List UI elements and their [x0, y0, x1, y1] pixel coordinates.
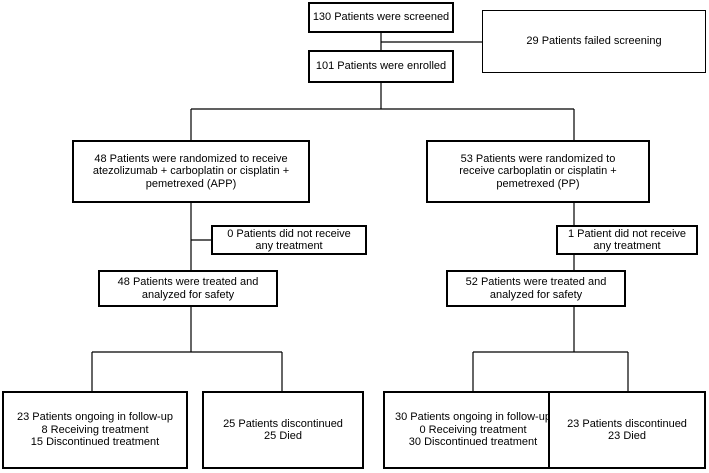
- screened-text: 130 Patients were screened: [312, 11, 450, 24]
- app-randomized-line-2: atezolizumab + carboplatin or cisplatin …: [92, 165, 290, 178]
- pp-no-treatment-line-1: 1 Patient did not receive: [567, 227, 687, 240]
- pp-treated-box: 52 Patients were treated and analyzed fo…: [446, 270, 626, 307]
- app-randomized-line-1: 48 Patients were randomized to receive: [94, 152, 288, 165]
- pp-treated-line-2: analyzed for safety: [489, 288, 583, 301]
- enrolled-box: 101 Patients were enrolled: [308, 50, 454, 83]
- app-discontinued-box: 25 Patients discontinued 25 Died: [202, 391, 364, 469]
- screened-box: 130 Patients were screened: [308, 2, 454, 33]
- pp-no-treatment-line-2: any treatment: [593, 240, 661, 252]
- pp-discontinued-line-2: 23 Died: [608, 430, 646, 442]
- app-discontinued-line-2: 25 Died: [264, 430, 302, 442]
- app-ongoing-line-3: 15 Discontinued treatment: [30, 436, 160, 449]
- app-randomized-line-3: pemetrexed (APP): [145, 177, 237, 190]
- pp-no-treatment-box: 1 Patient did not receive any treatment: [556, 225, 698, 255]
- pp-ongoing-line-1: 30 Patients ongoing in follow-up: [395, 411, 551, 424]
- app-ongoing-box: 23 Patients ongoing in follow-up 8 Recei…: [2, 391, 188, 469]
- pp-ongoing-box: 30 Patients ongoing in follow-up 0 Recei…: [383, 391, 563, 469]
- pp-treated-line-1: 52 Patients were treated and: [465, 276, 607, 288]
- enrolled-text: 101 Patients were enrolled: [315, 60, 447, 73]
- failed-screening-box: 29 Patients failed screening: [482, 10, 706, 73]
- failed-screening-text: 29 Patients failed screening: [526, 35, 662, 48]
- app-ongoing-line-1: 23 Patients ongoing in follow-up: [17, 411, 173, 424]
- pp-ongoing-line-3: 30 Discontinued treatment: [408, 436, 538, 449]
- app-no-treatment-line-1: 0 Patients did not receive: [227, 227, 351, 240]
- app-no-treatment-line-2: any treatment: [255, 240, 323, 252]
- pp-discontinued-line-1: 23 Patients discontinued: [567, 417, 687, 430]
- pp-ongoing-line-2: 0 Receiving treatment: [419, 423, 527, 436]
- app-treated-box: 48 Patients were treated and analyzed fo…: [98, 270, 278, 307]
- pp-randomized-line-3: pemetrexed (PP): [496, 177, 580, 190]
- app-treated-line-2: analyzed for safety: [141, 288, 235, 301]
- app-discontinued-line-1: 25 Patients discontinued: [223, 417, 343, 430]
- pp-randomized-box: 53 Patients were randomized to receive c…: [426, 140, 650, 203]
- app-no-treatment-box: 0 Patients did not receive any treatment: [211, 225, 367, 255]
- pp-randomized-line-1: 53 Patients were randomized to: [460, 152, 616, 165]
- app-treated-line-1: 48 Patients were treated and: [117, 276, 259, 288]
- app-randomized-box: 48 Patients were randomized to receive a…: [72, 140, 310, 203]
- pp-discontinued-box: 23 Patients discontinued 23 Died: [548, 391, 706, 469]
- pp-randomized-line-2: receive carboplatin or cisplatin +: [459, 165, 617, 178]
- app-ongoing-line-2: 8 Receiving treatment: [41, 423, 149, 436]
